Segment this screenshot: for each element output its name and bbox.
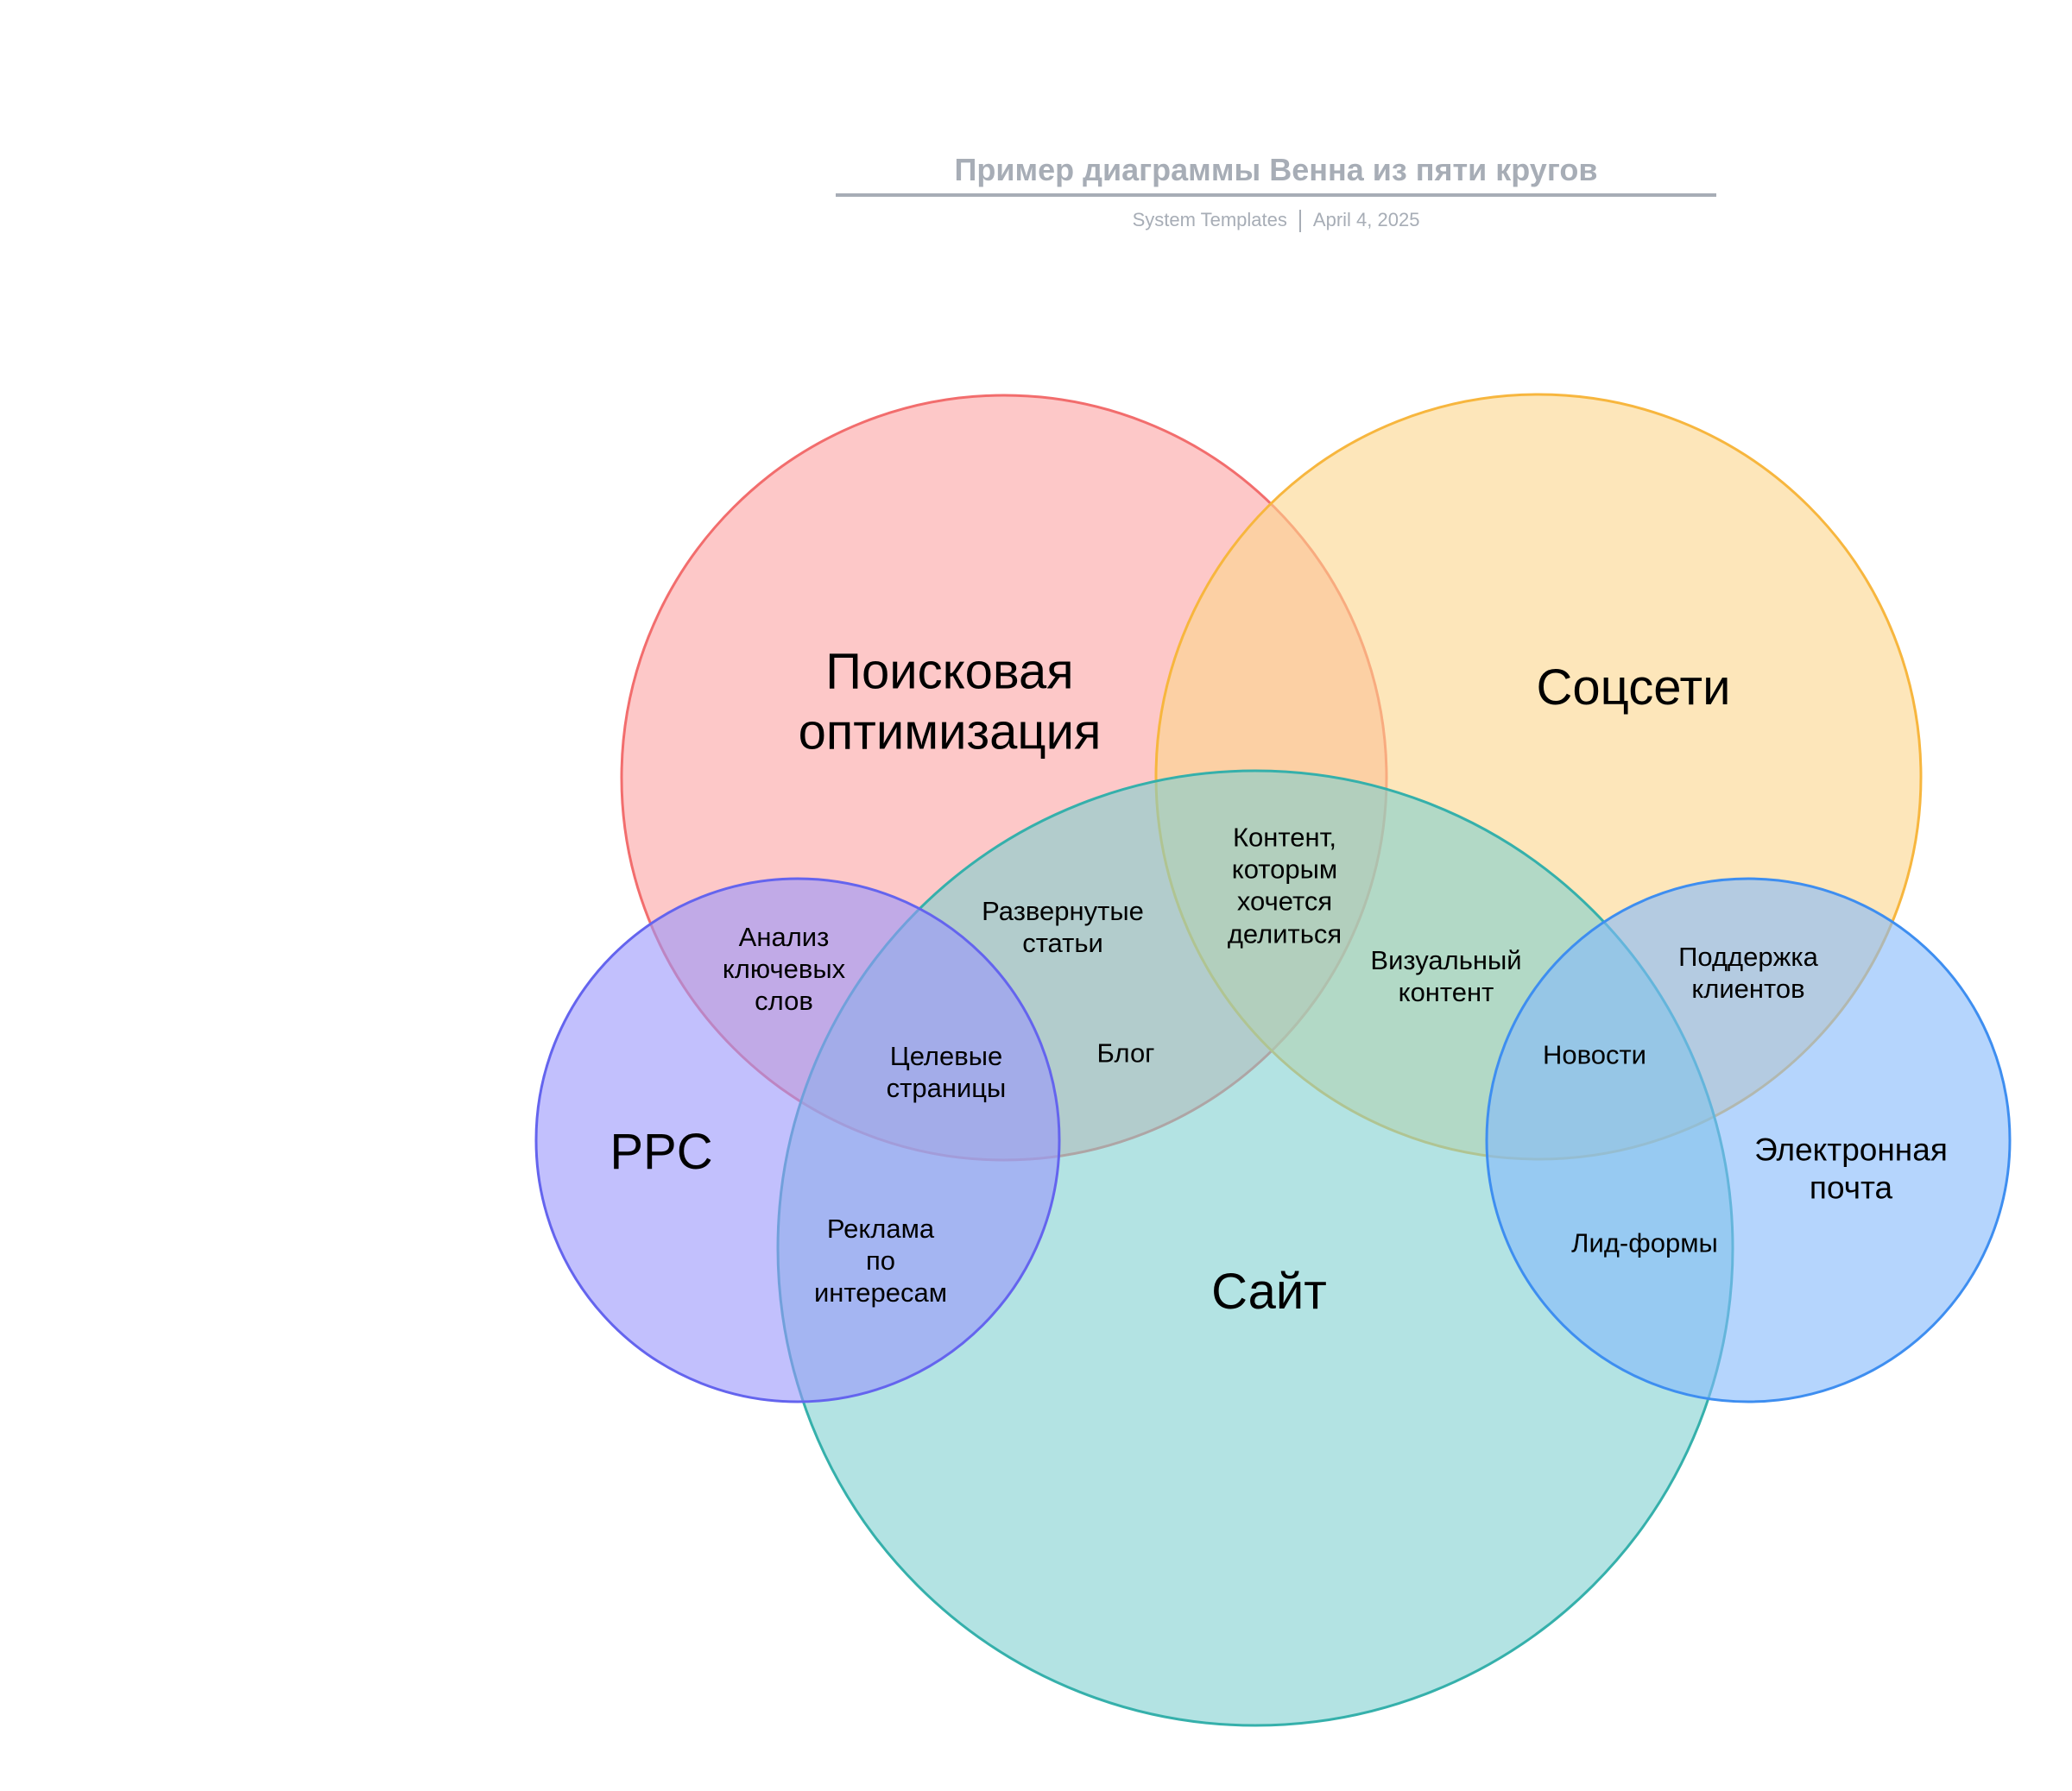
keywords-line1: Анализ <box>738 922 830 953</box>
label-seo-line2: оптимизация <box>798 703 1102 760</box>
label-email: Электронная почта <box>1754 1132 1948 1208</box>
keywords-line2: ключевых <box>722 954 846 985</box>
label-visual: Визуальный контент <box>1370 944 1521 1008</box>
label-site: Сайт <box>1211 1264 1327 1321</box>
date-label: April 4, 2025 <box>1312 209 1420 230</box>
interest-ads-line2: по <box>865 1246 896 1277</box>
title-divider <box>836 193 1716 197</box>
shareable-line1: Контент, <box>1232 822 1336 853</box>
label-blog: Блог <box>1096 1037 1155 1069</box>
support-line2: клиентов <box>1691 974 1805 1004</box>
meta-line: System Templates April 4, 2025 <box>836 209 1716 233</box>
label-interest-ads: Реклама по интересам <box>814 1213 947 1309</box>
label-ppc: PPC <box>610 1124 713 1181</box>
label-landing: Целевые страницы <box>887 1040 1007 1104</box>
label-keywords: Анализ ключевых слов <box>723 921 845 1018</box>
page-title: Пример диаграммы Венна из пяти кругов <box>954 152 1598 187</box>
support-line1: Поддержка <box>1678 941 1818 972</box>
label-articles: Развернутые статьи <box>982 895 1144 959</box>
visual-line2: контент <box>1398 977 1494 1007</box>
interest-ads-line1: Реклама <box>826 1214 935 1245</box>
label-support: Поддержка клиентов <box>1678 941 1818 1005</box>
label-social: Соцсети <box>1536 659 1731 716</box>
label-seo-line1: Поисковая <box>825 643 1074 700</box>
landing-line2: страницы <box>886 1073 1007 1103</box>
label-lead-forms: Лид-формы <box>1571 1227 1718 1258</box>
label-seo: Поисковая оптимизация <box>799 641 1102 761</box>
interest-ads-line3: интересам <box>813 1277 948 1309</box>
label-news: Новости <box>1542 1039 1647 1070</box>
landing-line1: Целевые <box>889 1040 1003 1071</box>
keywords-line3: слов <box>755 986 813 1017</box>
shareable-line2: которым <box>1231 854 1338 885</box>
circle-email[interactable] <box>1485 877 2012 1403</box>
label-shareable: Контент, которым хочется делиться <box>1228 822 1342 950</box>
articles-line1: Развернутые <box>982 895 1144 926</box>
source-label: System Templates <box>1132 209 1287 230</box>
meta-separator <box>1298 210 1301 233</box>
circle-ppc[interactable] <box>534 877 1061 1403</box>
shareable-line3: хочется <box>1236 886 1333 917</box>
label-email-line1: Электронная <box>1754 1132 1948 1168</box>
visual-line1: Визуальный <box>1370 944 1522 975</box>
label-email-line2: почта <box>1809 1170 1893 1206</box>
diagram-header: Пример диаграммы Венна из пяти кругов Sy… <box>836 148 1716 233</box>
shareable-line4: делиться <box>1227 918 1342 949</box>
articles-line2: статьи <box>1022 928 1103 958</box>
